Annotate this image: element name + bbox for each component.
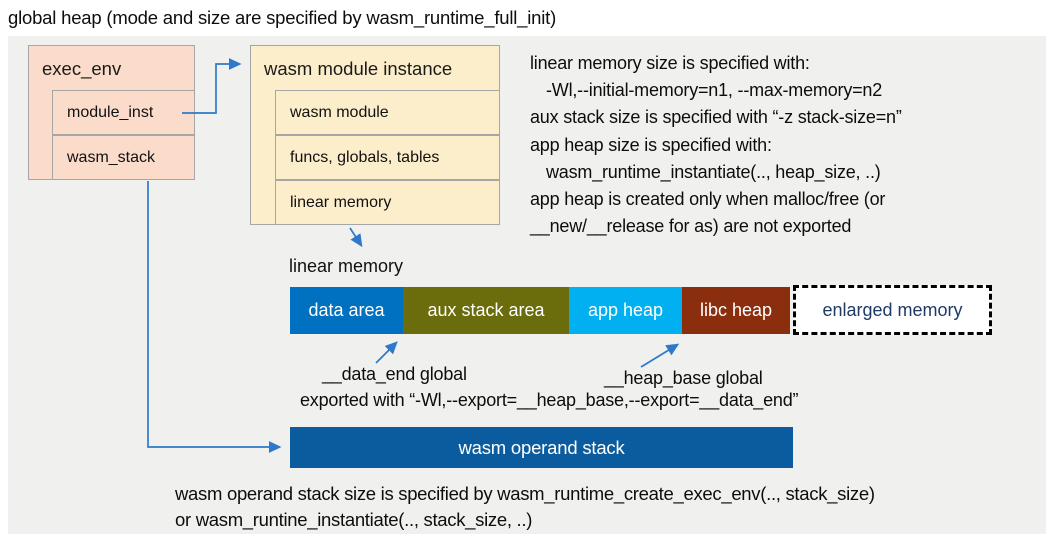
segment-enlarged-memory: enlarged memory: [793, 285, 992, 335]
funcs-globals-tables-box: funcs, globals, tables: [275, 135, 500, 180]
linear-memory-bar-title: linear memory: [289, 256, 404, 276]
note-line: app heap size is specified with:: [530, 134, 772, 155]
export-flags-note: exported with “-Wl,--export=__heap_base,…: [300, 390, 799, 410]
wasm-operand-stack-label: wasm operand stack: [458, 436, 625, 458]
operand-stack-notes: wasm operand stack size is specified by …: [175, 481, 875, 532]
note-line: wasm_runtime_instantiate(.., heap_size, …: [546, 161, 881, 182]
data-end-global-label: __data_end global: [322, 364, 467, 384]
module-inst-label: module_inst: [67, 103, 154, 121]
segment-label: app heap: [587, 300, 664, 320]
linear-memory-row-box: linear memory: [275, 180, 500, 225]
note-line: or wasm_runtine_instantiate(.., stack_si…: [175, 508, 533, 530]
wasm-module-box: wasm module: [275, 90, 500, 135]
note-line: wasm operand stack size is specified by …: [175, 483, 875, 504]
module-instance-title: wasm module instance: [264, 57, 453, 79]
note-line: -Wl,--initial-memory=n1, --max-memory=n2: [546, 80, 883, 101]
segment-aux-stack-area: aux stack area: [403, 287, 569, 334]
segment-label: aux stack area: [427, 300, 545, 320]
exec-env-title: exec_env: [42, 57, 122, 79]
wasm-operand-stack-bar: wasm operand stack: [290, 427, 793, 468]
segment-label: enlarged memory: [822, 299, 963, 320]
module-inst-box: module_inst: [52, 90, 195, 135]
linear-memory-row-label: linear memory: [290, 193, 392, 211]
segment-data-area: data area: [290, 287, 403, 334]
segment-label: data area: [308, 300, 385, 320]
heap-base-global-label: __heap_base global: [604, 368, 763, 388]
diagram-title: global heap (mode and size are specified…: [8, 7, 557, 28]
wasm-stack-label: wasm_stack: [67, 148, 156, 166]
funcs-globals-tables-label: funcs, globals, tables: [290, 148, 440, 166]
note-line: app heap is created only when malloc/fre…: [530, 189, 886, 210]
linear-memory-bar: data area aux stack area app heap libc h…: [290, 287, 790, 334]
segment-libc-heap: libc heap: [682, 287, 790, 334]
wasm-stack-box: wasm_stack: [52, 135, 195, 180]
note-line: __new/__release for as) are not exported: [530, 216, 852, 237]
segment-label: libc heap: [699, 300, 773, 320]
note-line: linear memory size is specified with:: [530, 53, 810, 73]
note-line: aux stack size is specified with “-z sta…: [530, 107, 902, 128]
memory-size-notes: linear memory size is specified with: -W…: [530, 50, 902, 240]
segment-app-heap: app heap: [569, 287, 682, 334]
wasm-module-label: wasm module: [290, 103, 389, 121]
